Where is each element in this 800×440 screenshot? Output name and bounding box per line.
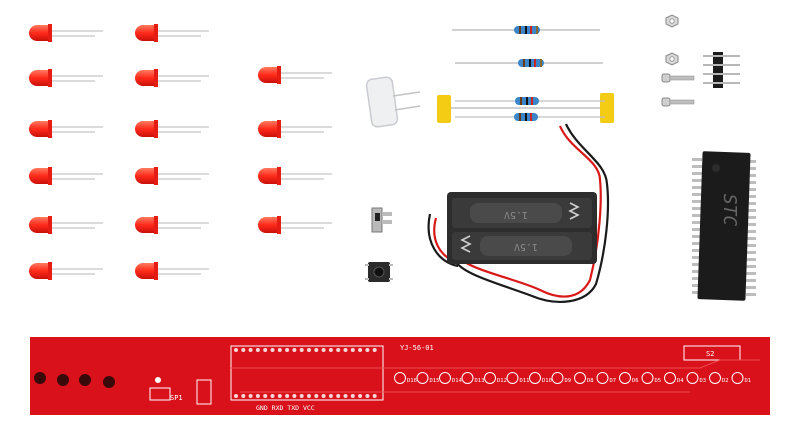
crystal-oscillator [365,76,421,128]
pcb-led-footprint [439,372,451,384]
pcb-led-footprint [394,372,406,384]
pcb-led-footprint [416,372,429,384]
pcb-led-footprint [664,372,676,384]
red-led [258,120,332,138]
resistor [455,59,603,67]
red-led [258,216,332,234]
pcb-led-label: D2 [722,378,729,384]
pcb-led-label: D10 [542,378,552,384]
resistor [455,113,605,121]
red-led [258,66,332,84]
dip-chip: STC [692,151,756,301]
pcb-led-label: D5 [655,378,662,384]
pcb-led-label: D4 [677,378,684,384]
red-led [29,24,103,42]
pcb-led-label: D8 [587,378,594,384]
pcb-led-footprint [709,372,721,384]
pcb-led-footprint [484,372,496,384]
battery-label-bottom: 1.5V [514,241,538,252]
red-led [135,262,209,280]
pcb-led-footprint [529,372,541,384]
red-led [29,120,103,138]
red-led [135,120,209,138]
pcb-led-label: D6 [632,378,639,384]
pcb-led-footprint [731,372,744,384]
resistor [455,97,605,105]
red-led [29,69,103,87]
screw [661,97,695,107]
pcb-led-footprint [551,372,564,384]
nut [665,52,679,66]
pcb-led-label: D11 [520,378,530,384]
pcb-led-footprint [574,372,586,384]
pcb-led-footprint [619,372,631,384]
pcb-power-label: SP1 [170,394,183,402]
red-led [135,24,209,42]
red-led [29,216,103,234]
pcb-version-label: YJ-56-01 [400,344,434,352]
pcb-led-footprint [461,372,474,384]
pcb-board: SP1 YJ-56-01 GND RXD TXD VCC S2 D16 D15 D1… [30,337,770,415]
pcb-led-label: D7 [610,378,617,384]
pcb-led-label: D14 [452,378,463,384]
red-led [258,167,332,185]
nut [665,14,679,28]
screw [661,73,695,83]
pin-header [703,52,740,88]
red-led [135,216,209,234]
battery-holder: 1.5V 1.5V [427,123,610,303]
red-led [135,167,209,185]
pcb-led-footprint [596,372,609,384]
red-led [29,167,103,185]
pcb-led-footprint [641,372,654,384]
pcb-led-label: D15 [430,378,440,384]
pcb-switch-label: S2 [706,350,714,358]
tact-button [365,262,393,282]
pcb-led-footprint [686,372,699,384]
pcb-led-footprint [506,372,519,384]
pcb-led-label: D1 [745,378,752,384]
resistor [452,26,600,34]
red-led [135,69,209,87]
pcb-led-label: D16 [407,378,417,384]
chip-brand-label: STC [719,194,740,227]
battery-label-top: 1.5V [504,209,528,220]
slide-switch [371,207,392,233]
pcb-led-label: D9 [565,378,572,384]
pcb-led-label: D12 [497,378,507,384]
pcb-led-label: D13 [475,378,485,384]
pcb-header-pins-label: GND RXD TXD VCC [256,404,315,412]
pcb-led-label: D3 [700,378,707,384]
red-led [29,262,103,280]
